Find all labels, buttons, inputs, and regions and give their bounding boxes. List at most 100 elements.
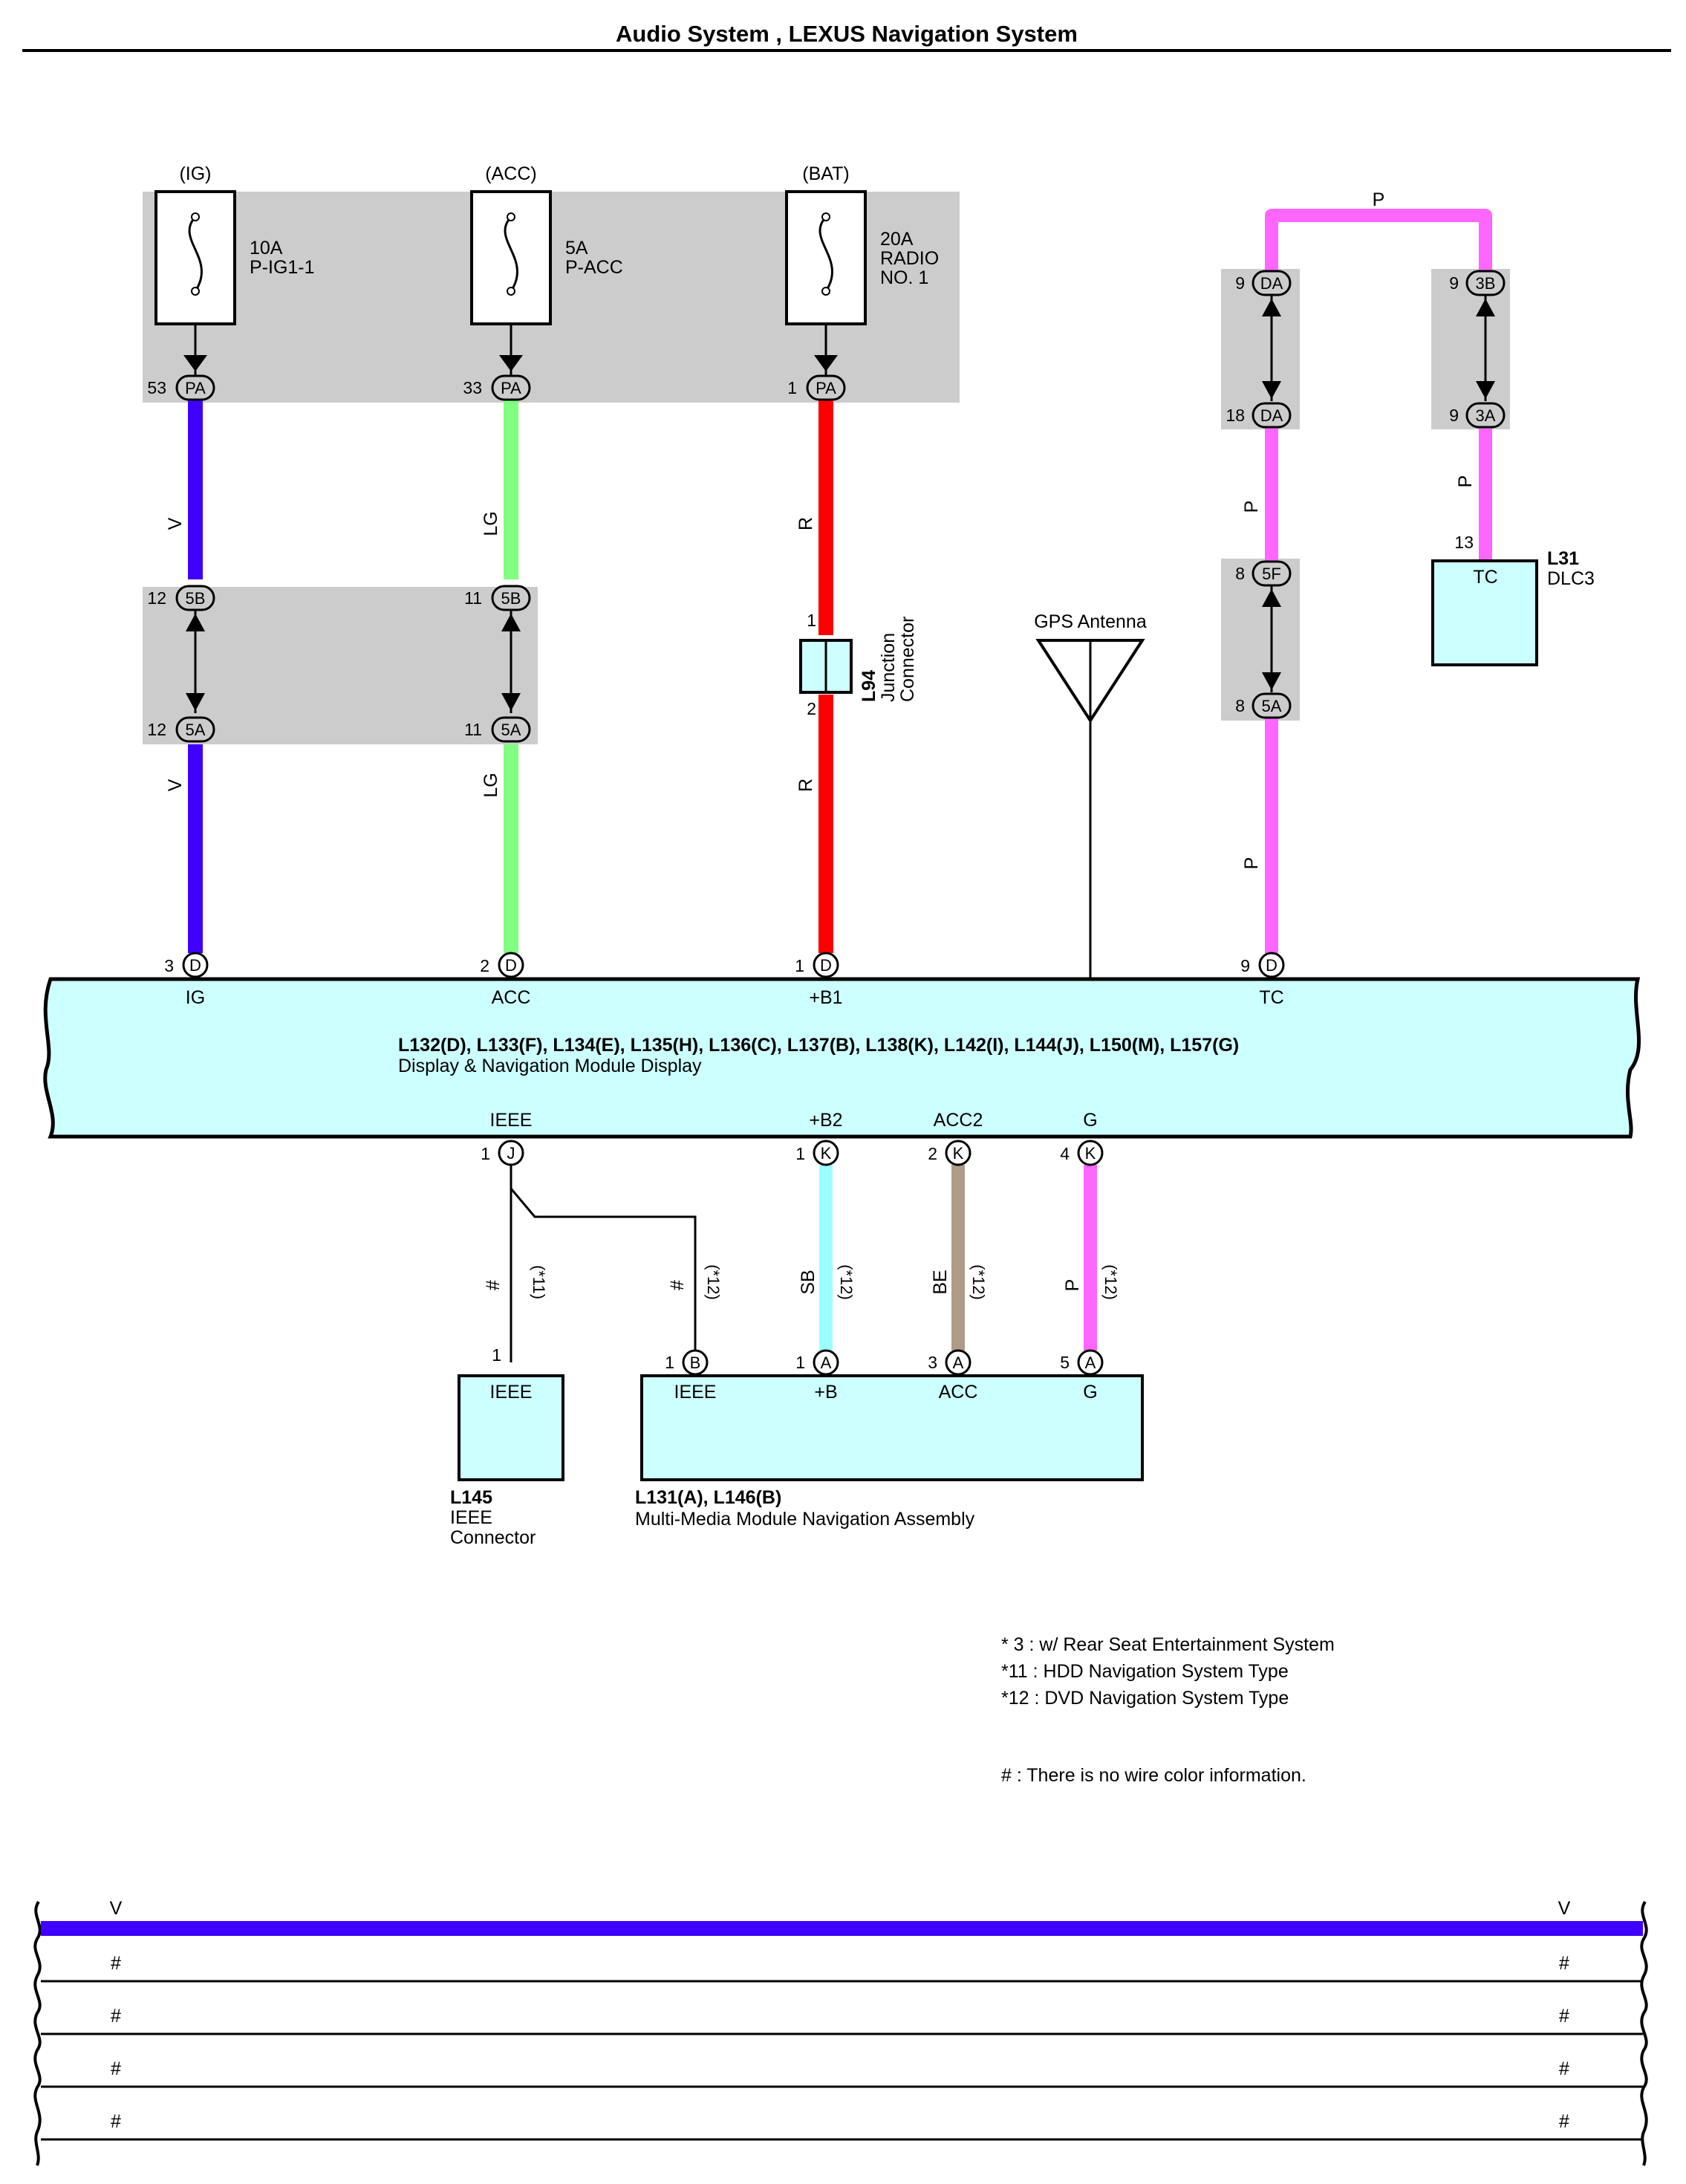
wire-code-tc-lower: P: [1241, 857, 1262, 870]
wire-code-ieee-mm: #: [667, 1280, 688, 1290]
page-title: Audio System , LEXUS Navigation System: [616, 21, 1078, 47]
wire-note-g: (*12): [1101, 1264, 1120, 1300]
pin-number: 13: [1454, 533, 1474, 552]
fuse-source-label: (BAT): [802, 163, 849, 184]
legend-break-left: [33, 1900, 42, 2166]
terminal-label: +B2: [809, 1110, 842, 1131]
legend-break-right: [1640, 1900, 1648, 2166]
wire-tc-top: [1265, 209, 1492, 271]
conn-code: 3B: [1476, 274, 1496, 293]
multimedia-module: 1 B IEEE 1 A +B 3 A ACC 5 A G L131(A), L…: [635, 1349, 1144, 1530]
pin-number: 1: [795, 1144, 805, 1163]
fuse-source-label: (IG): [179, 163, 211, 184]
fuse-name: P-IG1-1: [250, 257, 315, 278]
dlc3-terminal: TC: [1473, 567, 1497, 588]
pin-number: 12: [147, 720, 166, 739]
conn-code: D: [505, 956, 517, 975]
wire-code-bat-lower: R: [795, 779, 816, 792]
conn-code: K: [821, 1144, 832, 1163]
display-navigation-module: L132(D), L133(F), L134(E), L135(H), L136…: [43, 977, 1641, 1139]
pin-pa-1: 1 PA: [787, 374, 846, 401]
pin-number: 18: [1226, 406, 1245, 425]
module-name: Display & Navigation Module Display: [398, 1056, 702, 1076]
conn-code: B: [690, 1353, 701, 1372]
fuse-box: [785, 190, 867, 325]
legend-label-right: #: [1559, 2058, 1569, 2079]
multimedia-name: Multi-Media Module Navigation Assembly: [635, 1509, 975, 1530]
note-line: *11 : HDD Navigation System Type: [1001, 1661, 1289, 1682]
pin-number: 2: [807, 699, 816, 718]
l94-id: L94: [859, 670, 879, 702]
junction-5b-5a-block: [143, 587, 538, 744]
fuse-bat: (BAT) 20A RADIO NO. 1: [785, 163, 939, 375]
terminal-label: ACC: [492, 987, 531, 1008]
fuse-source-label: (ACC): [485, 163, 536, 184]
pin-number: 11: [464, 588, 482, 608]
pin-pa-53: 53 PA: [147, 374, 215, 401]
hash-note: # : There is no wire color information.: [1001, 1765, 1306, 1786]
pin-number: 4: [1060, 1144, 1070, 1163]
terminal-label: +B: [814, 1382, 837, 1403]
pin-number: 3: [928, 1353, 937, 1372]
junction-da: 9 DA 18 DA: [1226, 270, 1292, 429]
terminal-label: IEEE: [490, 1110, 533, 1131]
conn-code: J: [507, 1144, 515, 1163]
pin-number: 3: [164, 956, 174, 975]
pin-number: 2: [480, 956, 489, 975]
junction-5b-5a-acc: 11 5B 11 5A: [464, 585, 531, 743]
module-pin-tc: 9 D TC: [1240, 952, 1285, 1008]
conn-code: D: [820, 956, 832, 975]
conn-code: A: [953, 1353, 964, 1372]
pin-number: 5: [1060, 1353, 1070, 1372]
terminal-label: ACC: [939, 1382, 978, 1403]
l145-ieee-connector: 1 IEEE L145 IEEE Connector: [450, 1345, 564, 1548]
conn-code: 5A: [1262, 697, 1282, 715]
l94-name-2: Connector: [897, 617, 918, 702]
wire-note-acc2: (*12): [969, 1264, 988, 1300]
legend-label-right: #: [1559, 2111, 1569, 2132]
wire-code-ig-lower: V: [165, 779, 186, 791]
l94-junction-connector: 1 2 L94 Junction Connector: [799, 611, 918, 718]
module-pin-b2: +B2 1 K: [795, 1110, 843, 1166]
module-pin-b1: 1 D +B1: [795, 952, 843, 1008]
pin-number: 1: [492, 1345, 501, 1365]
fuse-box: [470, 190, 552, 325]
conn-code: K: [953, 1144, 964, 1163]
gps-antenna: GPS Antenna: [1034, 611, 1147, 979]
wire-legend: V V # # # # # # # #: [33, 1898, 1648, 2166]
module-pin-acc2: ACC2 2 K: [928, 1110, 983, 1166]
note-line: * 3 : w/ Rear Seat Entertainment System: [1001, 1634, 1335, 1655]
legend-label-left: #: [111, 2058, 121, 2079]
multimedia-box: [640, 1374, 1144, 1481]
terminal-label: G: [1083, 1110, 1097, 1131]
fuse-box: [154, 190, 236, 325]
wire-code-bat-upper: R: [795, 517, 816, 530]
pin-number: 8: [1235, 564, 1245, 583]
pin-number: 1: [481, 1144, 490, 1163]
legend-label-right: V: [1558, 1898, 1571, 1919]
dlc3-box: [1431, 559, 1538, 666]
conn-code: A: [1085, 1353, 1096, 1372]
legend-label-right: #: [1559, 2006, 1569, 2027]
pin-number: 1: [795, 1353, 805, 1372]
note-line: *12 : DVD Navigation System Type: [1001, 1688, 1289, 1709]
conn-code: PA: [816, 379, 836, 397]
wire-code-ig-upper: V: [165, 517, 186, 530]
wire-code-ieee-l145: #: [483, 1280, 504, 1290]
wire-code-acc-upper: LG: [481, 511, 501, 536]
conn-code: A: [821, 1353, 832, 1372]
wire-code-g: P: [1062, 1279, 1083, 1292]
wire-note-b2: (*12): [837, 1264, 856, 1300]
pin-number: 12: [147, 588, 166, 608]
conn-code: D: [189, 956, 201, 975]
legend-label-left: #: [111, 2111, 121, 2132]
dlc3-id: L31: [1547, 548, 1579, 569]
conn-code: 5A: [186, 721, 206, 739]
conn-code: DA: [1260, 406, 1283, 425]
l145-id: L145: [450, 1487, 492, 1508]
fuse-rating: 20A: [880, 229, 914, 250]
pin-number: 33: [463, 378, 482, 397]
pin-number: 9: [1240, 956, 1250, 975]
legend-label-left: V: [110, 1898, 123, 1919]
